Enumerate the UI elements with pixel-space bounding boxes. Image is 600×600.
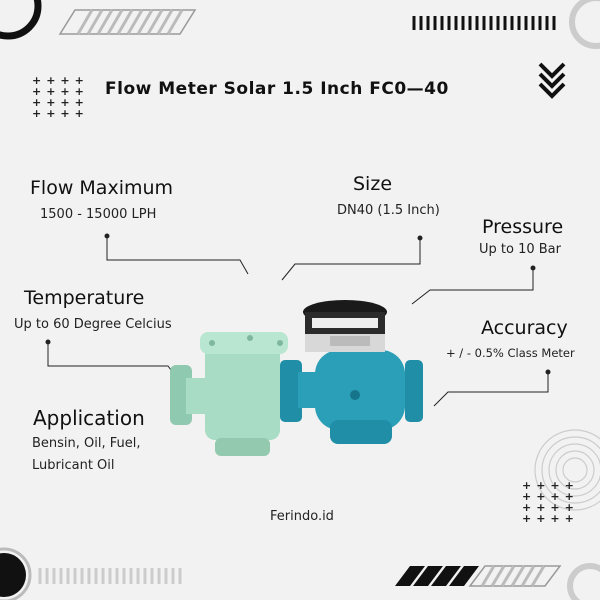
corner-circle-top-right: [569, 0, 600, 49]
pressure-value: Up to 10 Bar: [479, 242, 561, 257]
application-line-1: Bensin, Oil, Fuel,: [32, 436, 141, 451]
corner-circle-bottom-left: [0, 553, 26, 597]
page-title: Flow Meter Solar 1.5 Inch FC0—40: [105, 79, 449, 99]
callout-temperature: [47, 342, 181, 383]
temperature-heading: Temperature: [24, 287, 145, 309]
barcode-stripes-bottom-left: [38, 568, 182, 584]
flow-max-value: 1500 - 15000 LPH: [40, 207, 157, 222]
barcode-stripes-top-right: [412, 16, 556, 30]
accuracy-heading: Accuracy: [481, 317, 568, 339]
pressure-heading: Pressure: [482, 216, 564, 238]
temperature-value: Up to 60 Degree Celcius: [14, 317, 172, 332]
size-heading: Size: [353, 173, 393, 195]
corner-circle-bottom-right: [567, 563, 600, 600]
callout-pressure: [411, 268, 534, 305]
plus-pattern-top-left: ++++++++++++++++: [32, 74, 89, 120]
plus-pattern-bottom-right: ++++++++++++++++: [522, 479, 579, 525]
application-line-2: Lubricant Oil: [32, 458, 115, 473]
callout-flow-max: [106, 236, 249, 275]
callout-size: [281, 238, 421, 281]
strainer-filter-image: [170, 332, 294, 456]
brand-footer: Ferindo.id: [270, 509, 334, 524]
diagonal-stripes-bottom-right: [395, 565, 562, 587]
chevron-down-icon: [538, 62, 566, 99]
flow-meter-image: [280, 300, 423, 444]
callout-accuracy: [433, 372, 549, 407]
flow-max-heading: Flow Maximum: [30, 177, 174, 199]
corner-circle-top-left: [0, 0, 42, 40]
accuracy-value: + / - 0.5% Class Meter: [446, 346, 575, 360]
size-value: DN40 (1.5 Inch): [337, 203, 440, 218]
diagonal-stripes-top: [58, 9, 197, 35]
concentric-circles-bottom-right: [534, 429, 600, 511]
application-heading: Application: [33, 406, 145, 430]
